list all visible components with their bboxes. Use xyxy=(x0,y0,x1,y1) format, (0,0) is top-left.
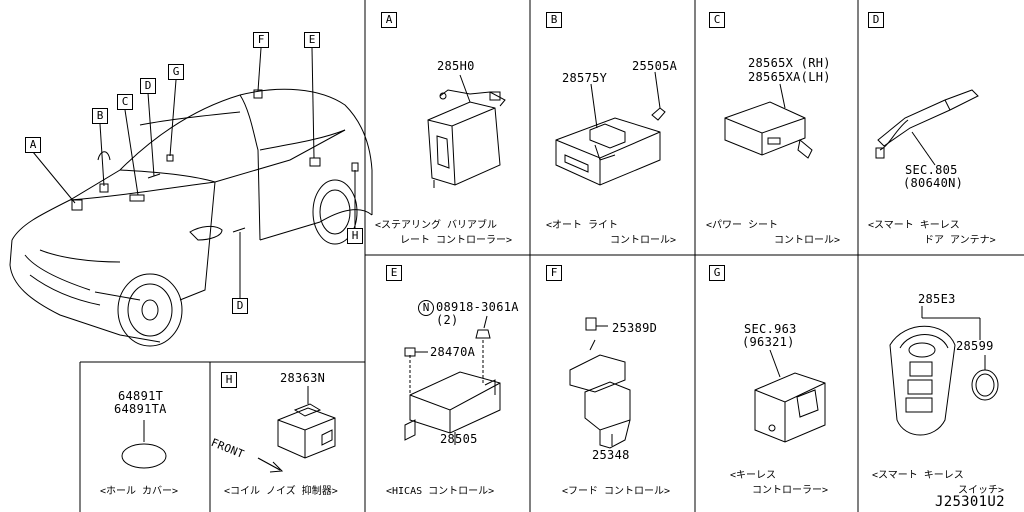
panel-e-part-3: 28470A xyxy=(430,345,476,359)
smart-key-part-1: 285E3 xyxy=(918,292,956,306)
car-callout-b[interactable]: B xyxy=(92,108,108,124)
panel-b-letter: B xyxy=(546,12,562,28)
panel-h-caption: <コイル ノイズ 抑制器> xyxy=(224,486,338,497)
panel-a-letter: A xyxy=(381,12,397,28)
smart-key-caption-1: <スマート キーレス xyxy=(872,470,964,481)
panel-f-part-2: 25348 xyxy=(592,448,630,462)
panel-g-part-1: SEC.963 xyxy=(744,322,797,336)
diagram-id: J25301U2 xyxy=(935,494,1005,510)
car-callout-c[interactable]: C xyxy=(117,94,133,110)
car-callout-d-lower[interactable]: D xyxy=(232,298,248,314)
panel-d-caption-1: <スマート キーレス xyxy=(868,220,960,231)
panel-e-part-4: 28505 xyxy=(440,432,478,446)
panel-e-part-2: (2) xyxy=(436,313,459,327)
car-illustration xyxy=(9,88,373,347)
panel-c-caption-2: コントロール> xyxy=(774,235,841,246)
panel-b-caption-2: コントロール> xyxy=(610,235,677,246)
panel-f-letter: F xyxy=(546,265,562,281)
hole-cover-part-1: 64891T xyxy=(118,389,164,403)
panel-h-letter: H xyxy=(221,372,237,388)
car-callout-d-upper[interactable]: D xyxy=(140,78,156,94)
panel-b-part-1: 28575Y xyxy=(562,71,608,85)
panel-c-letter: C xyxy=(709,12,725,28)
car-callout-e[interactable]: E xyxy=(304,32,320,48)
panel-d-letter: D xyxy=(868,12,884,28)
panel-d-caption-2: ドア アンテナ> xyxy=(924,235,996,246)
car-callout-h[interactable]: H xyxy=(347,228,363,244)
panel-f-caption-1: <フード コントロール> xyxy=(562,486,671,497)
panel-c-part-1: 28565X (RH) xyxy=(748,56,831,70)
smart-key-part-2: 28599 xyxy=(956,339,994,353)
panel-f-part-1: 25389D xyxy=(612,321,658,335)
panel-a-part-1: 285H0 xyxy=(437,59,475,73)
hole-cover-caption: <ホール カバー> xyxy=(100,486,179,497)
car-callout-f[interactable]: F xyxy=(253,32,269,48)
panel-h-part-1: 28363N xyxy=(280,371,326,385)
panel-c-part-2: 28565XA(LH) xyxy=(748,70,831,84)
panel-g-caption-1: <キーレス xyxy=(730,470,777,481)
panel-e-letter: E xyxy=(386,265,402,281)
panel-a-caption-1: <ステアリング バリアブル xyxy=(375,220,498,231)
hole-cover-part-2: 64891TA xyxy=(114,402,167,416)
panel-e-part-1: 08918-3061A xyxy=(436,300,519,314)
panel-g-caption-2: コントローラー> xyxy=(752,485,829,496)
panel-a-caption-2: レート コントローラー> xyxy=(400,235,513,246)
panel-c-caption-1: <パワー シート xyxy=(706,220,779,231)
smart-key-caption-2: スイッチ> xyxy=(958,485,1005,496)
nut-symbol: N xyxy=(418,300,434,316)
panel-b-caption-1: <オート ライト xyxy=(546,220,619,231)
panel-b-part-2: 25505A xyxy=(632,59,678,73)
panel-g-letter: G xyxy=(709,265,725,281)
panel-g-part-2: (96321) xyxy=(742,335,795,349)
panel-d-part-2: (80640N) xyxy=(903,176,964,190)
panel-e-caption-1: <HICAS コントロール> xyxy=(386,486,495,497)
car-callout-g[interactable]: G xyxy=(168,64,184,80)
panel-d-part-1: SEC.805 xyxy=(905,163,958,177)
car-callout-a[interactable]: A xyxy=(25,137,41,153)
